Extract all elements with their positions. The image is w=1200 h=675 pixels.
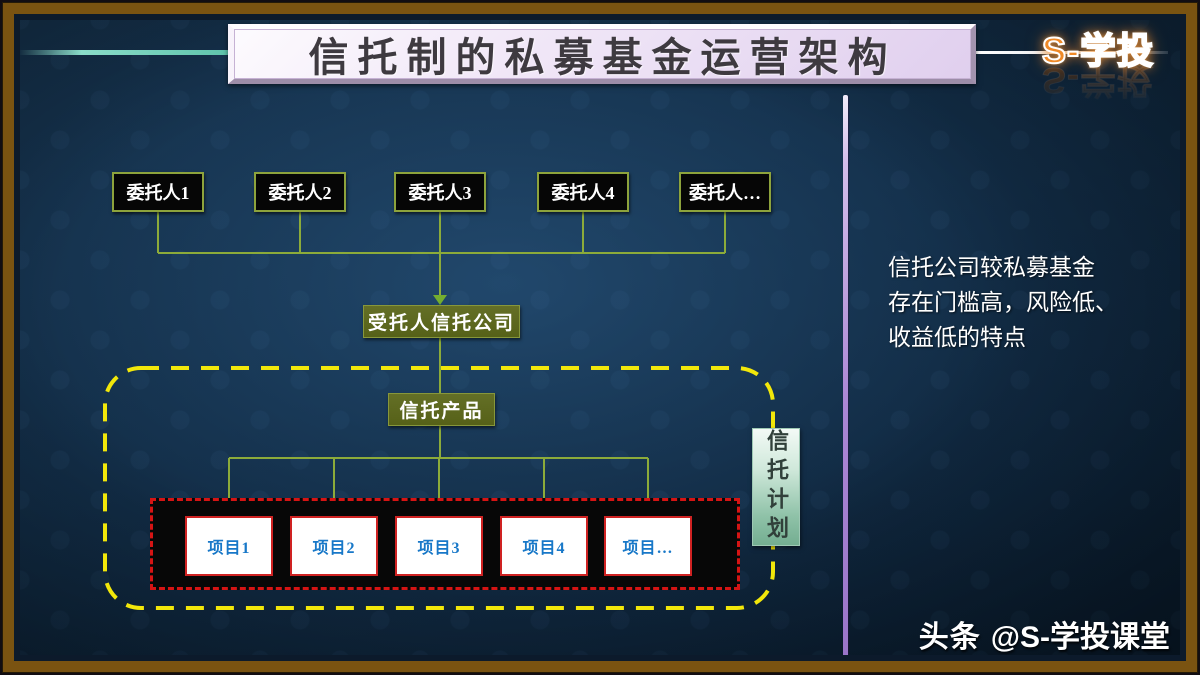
project-box-5: 项目… xyxy=(604,516,692,576)
client-box-4: 委托人4 xyxy=(537,172,629,212)
client-box-5: 委托人… xyxy=(679,172,771,212)
project-box-2: 项目2 xyxy=(290,516,378,576)
watermark-brand: 头条 xyxy=(918,621,981,654)
side-note: 信托公司较私募基金 存在门槛高，风险低、 收益低的特点 xyxy=(888,250,1138,355)
watermark-handle: @S-学投课堂 xyxy=(990,621,1170,654)
side-note-line-1: 信托公司较私募基金 xyxy=(888,255,1095,280)
trust-product-box: 信托产品 xyxy=(388,393,495,426)
side-note-line-3: 收益低的特点 xyxy=(888,325,1026,350)
trustee-box: 受托人信托公司 xyxy=(363,305,520,338)
project-box-3: 项目3 xyxy=(395,516,483,576)
right-accent-line xyxy=(974,51,1168,54)
brand-logo: S-学投 xyxy=(1041,29,1155,72)
project-box-4: 项目4 xyxy=(500,516,588,576)
client-box-3: 委托人3 xyxy=(394,172,486,212)
vertical-divider xyxy=(843,95,848,661)
watermark: 头条 @S-学投课堂 xyxy=(919,612,1170,656)
side-note-line-2: 存在门槛高，风险低、 xyxy=(888,290,1118,315)
client-box-1: 委托人1 xyxy=(112,172,204,212)
left-accent-line xyxy=(18,50,230,55)
title-banner: 信托制的私募基金运营架构 xyxy=(228,24,976,84)
client-box-2: 委托人2 xyxy=(254,172,346,212)
page-title: 信托制的私募基金运营架构 xyxy=(308,35,897,80)
project-box-1: 项目1 xyxy=(185,516,273,576)
trust-plan-label: 信托计划 xyxy=(752,428,800,546)
